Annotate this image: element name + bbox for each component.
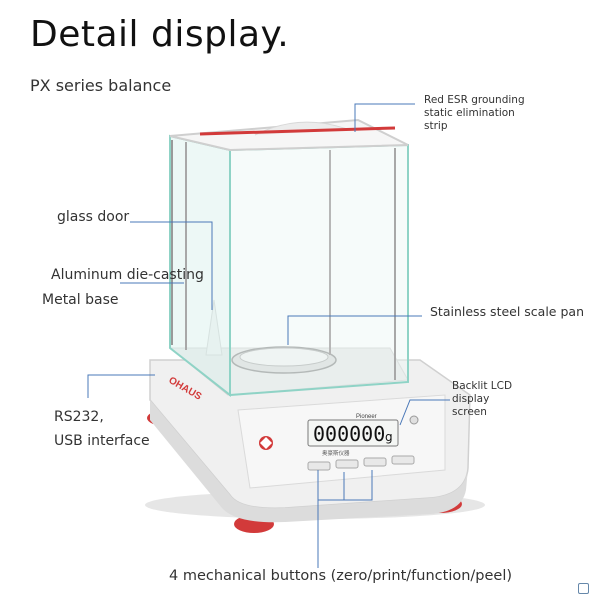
buttons-callout: 4 mechanical buttons (zero/print/functio… [169,568,513,584]
lcd-callout: Backlit LCD display screen [452,380,512,419]
page-subtitle: PX series balance [30,76,172,95]
esr-callout-line [354,103,415,132]
glass-door-left [169,134,231,398]
glass-door-callout-line [130,221,213,310]
print-button[interactable] [335,459,359,469]
pan-callout-line [287,315,422,345]
glass-door-callout: glass door [57,209,130,225]
rs232-callout-line [87,374,155,398]
aluminum-callout: Aluminum die-casting [51,267,204,283]
model-label: Pioneer [356,414,377,420]
function-button[interactable] [363,457,387,467]
lcd-callout-line-3: screen [452,406,487,418]
metal-base-callout: Metal base [42,292,119,308]
esr-callout-line-2: static elimination [424,107,515,119]
page-title: Detail display. [30,14,290,55]
zero-button[interactable] [307,461,331,471]
level-indicator [409,415,419,425]
lcd-callout-line [399,399,450,426]
esr-callout-line-1: Red ESR grounding [424,94,525,106]
lcd-screen [307,419,399,447]
corner-icon [578,583,589,594]
lcd-callout-line-1: Backlit LCD [452,380,513,392]
glass-door-front [229,143,409,397]
chinese-label: 奥豪斯仪器 [322,449,350,457]
lcd-callout-line-2: display [452,393,490,405]
balance-base-edge [150,400,468,523]
esr-strip [199,126,396,136]
buttons-bracket-line [317,470,373,501]
lcd-unit: g [385,430,393,444]
tare-button[interactable] [391,455,415,465]
scale-pan-inner [239,347,329,367]
pan-callout: Stainless steel scale pan [430,304,584,319]
usb-callout: USB interface [54,433,150,449]
esr-callout-line-3: strip [424,120,448,132]
lcd-value: 000000 [313,422,385,446]
rs232-callout: RS232, [54,409,104,425]
esr-callout: Red ESR grounding static elimination str… [424,94,525,133]
